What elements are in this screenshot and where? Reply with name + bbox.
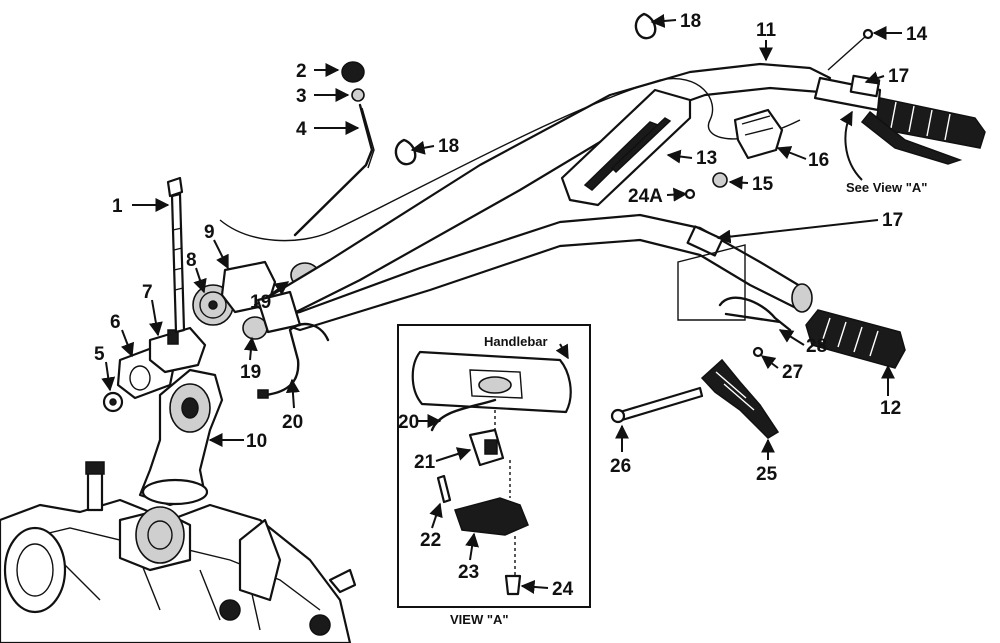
callout-19-upper: 19 <box>250 292 271 313</box>
callout-arrows <box>101 13 902 594</box>
handlebar-label: Handlebar <box>484 334 548 349</box>
callout-1: 1 <box>112 196 123 217</box>
part-13-decal-panel <box>560 88 692 207</box>
part-3-jam-nut <box>351 88 365 102</box>
part-12-grip <box>805 309 906 369</box>
callout-18-upper: 18 <box>680 11 701 32</box>
callout-7: 7 <box>142 282 153 303</box>
part-26-bolt <box>610 386 704 424</box>
callout-11: 11 <box>756 20 777 41</box>
callout-18-lower: 18 <box>438 136 459 157</box>
callout-14: 14 <box>906 24 928 45</box>
view-a-caption: VIEW "A" <box>450 612 509 627</box>
part-20-wire <box>257 322 330 399</box>
callout-17-lower: 17 <box>882 210 903 231</box>
part-24a-screw <box>684 188 696 200</box>
callout-20: 20 <box>282 412 303 433</box>
part-25-lever <box>700 358 780 439</box>
part-16-bracket <box>733 108 784 160</box>
part-5-nut <box>102 391 124 413</box>
callout-26: 26 <box>610 456 631 477</box>
callout-10: 10 <box>246 431 267 452</box>
callout-23: 23 <box>458 562 479 583</box>
callout-21: 21 <box>414 452 436 473</box>
part-11-handlebar <box>219 62 882 334</box>
callout-25: 25 <box>756 464 778 485</box>
callout-15: 15 <box>752 174 774 195</box>
callout-24a: 24A <box>628 186 663 207</box>
part-15-nut <box>712 172 728 188</box>
callout-labels: 1 2 3 4 5 6 7 8 9 10 11 12 13 14 15 16 1… <box>94 11 928 627</box>
part-4-shift-rod <box>293 103 375 237</box>
callout-5: 5 <box>94 344 105 365</box>
part-14-bolt <box>827 28 874 71</box>
part-2-knob <box>341 61 365 83</box>
callout-8: 8 <box>186 250 197 271</box>
callout-4: 4 <box>296 119 307 140</box>
callout-20-inset: 20 <box>398 412 419 433</box>
part-10-swivel-bracket <box>138 368 224 507</box>
callout-19-lower: 19 <box>240 362 261 383</box>
part-28-spring <box>718 296 792 332</box>
callout-28: 28 <box>806 336 827 357</box>
callout-22: 22 <box>420 530 441 551</box>
callout-24: 24 <box>552 579 574 600</box>
callout-9: 9 <box>204 222 215 243</box>
part-27-nut <box>752 346 764 358</box>
callout-16: 16 <box>808 150 829 171</box>
upper-grip <box>860 97 986 165</box>
callout-6: 6 <box>110 312 121 333</box>
callout-17-upper: 17 <box>888 66 909 87</box>
part-7-clamp-top <box>148 326 207 374</box>
transmission-housing <box>0 461 357 643</box>
callout-27: 27 <box>782 362 803 383</box>
callout-13: 13 <box>696 148 717 169</box>
see-view-a-label: See View "A" <box>846 180 927 195</box>
view-a-inset <box>397 324 591 608</box>
part-1-bolt <box>166 176 186 334</box>
callout-12: 12 <box>880 398 901 419</box>
callout-3: 3 <box>296 86 307 107</box>
callout-2: 2 <box>296 61 307 82</box>
